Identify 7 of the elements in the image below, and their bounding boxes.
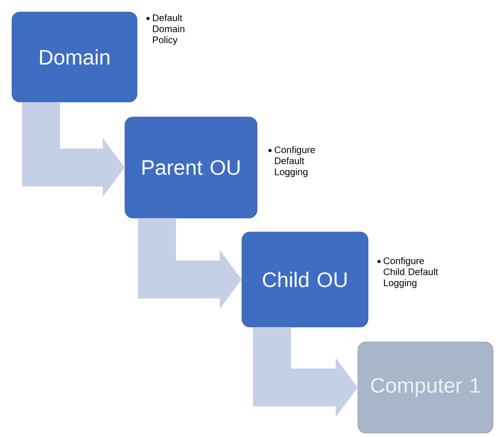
process-box: Computer 1	[358, 342, 494, 434]
process-box: Parent OU	[124, 116, 258, 218]
process-box: Domain	[12, 12, 138, 102]
process-box: Child OU	[242, 232, 368, 328]
bullet-note: Configure Child Default Logging	[384, 257, 438, 288]
bullet-note: Default Domain Policy	[153, 14, 184, 46]
bullet-note: Configure Default Logging	[274, 146, 315, 178]
